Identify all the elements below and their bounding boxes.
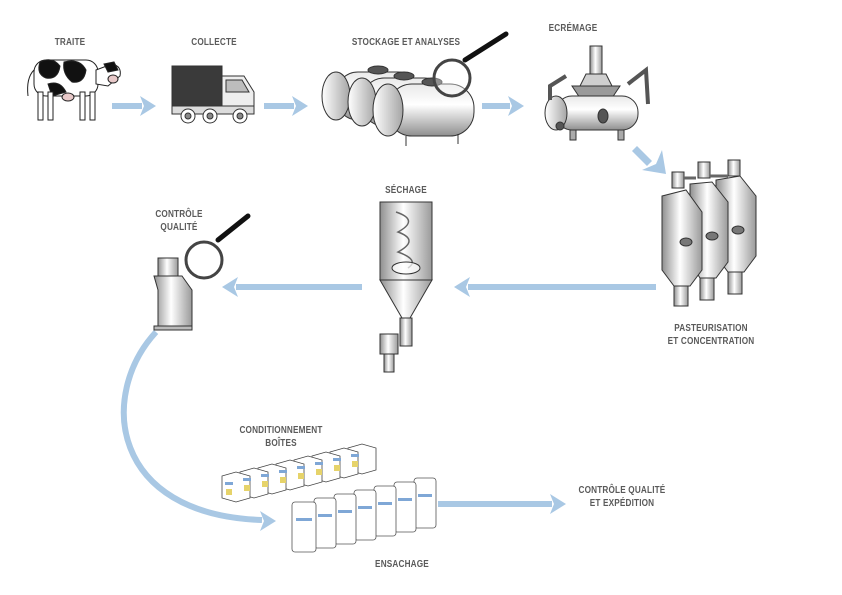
label-ensachage-text: ENSACHAGE (375, 559, 429, 570)
label-controle: CONTRÔLE QUALITÉ (154, 208, 205, 234)
arrow-sechage-controle (222, 277, 362, 297)
arrow-ensachage-expedition (438, 494, 566, 514)
label-sechage-text: SÉCHAGE (385, 185, 427, 196)
arrow-pasteurisation-sechage (454, 277, 656, 297)
label-expedition: CONTRÔLE QUALITÉ ET EXPÉDITION (576, 484, 668, 510)
label-expedition-line2: ET EXPÉDITION (589, 498, 655, 509)
label-conditionnement: CONDITIONNEMENT BOÎTES (236, 424, 326, 450)
label-controle-line1: CONTRÔLE (155, 209, 203, 220)
arrow-stockage-ecremage (482, 96, 524, 116)
label-collecte: COLLECTE (188, 36, 240, 49)
label-pasteurisation-line1: PASTEURISATION (674, 323, 748, 334)
label-ecremage-text: ECRÉMAGE (548, 23, 598, 34)
label-traite-text: TRAITE (54, 37, 86, 48)
cow-illustration (27, 59, 121, 121)
bags-illustration (291, 477, 437, 553)
arrow-controle-ensachage (120, 329, 263, 523)
magnifier-icon-quality (184, 213, 251, 280)
arrow-traite-collecte (112, 96, 156, 116)
label-conditionnement-line2: BOÎTES (265, 438, 297, 449)
label-conditionnement-line1: CONDITIONNEMENT (239, 425, 323, 436)
separator-illustration (544, 45, 650, 141)
milk-can-illustration (153, 257, 193, 331)
label-expedition-line1: CONTRÔLE QUALITÉ (578, 485, 666, 496)
label-sechage: SÉCHAGE (381, 184, 430, 197)
label-ecremage: ECRÉMAGE (544, 22, 601, 35)
label-pasteurisation: PASTEURISATION ET CONCENTRATION (666, 322, 756, 348)
label-stockage: STOCKAGE ET ANALYSES (352, 36, 460, 49)
label-controle-line2: QUALITÉ (160, 222, 198, 233)
label-traite: TRAITE (50, 36, 89, 49)
flow-arrows (112, 96, 666, 531)
arrow-collecte-stockage (264, 96, 308, 116)
label-collecte-text: COLLECTE (191, 37, 237, 48)
spray-dryer-illustration (379, 201, 433, 373)
truck-illustration (171, 65, 255, 124)
arrow-controle-ensachage-head (260, 511, 276, 531)
label-pasteurisation-line2: ET CONCENTRATION (667, 336, 755, 347)
arrow-ecremage-pasteurisation (632, 146, 666, 174)
label-ensachage: ENSACHAGE (372, 558, 431, 571)
magnifier-icon (432, 31, 509, 98)
evaporator-illustration (661, 159, 757, 307)
label-stockage-text: STOCKAGE ET ANALYSES (351, 37, 461, 48)
boxes-illustration (221, 443, 377, 503)
